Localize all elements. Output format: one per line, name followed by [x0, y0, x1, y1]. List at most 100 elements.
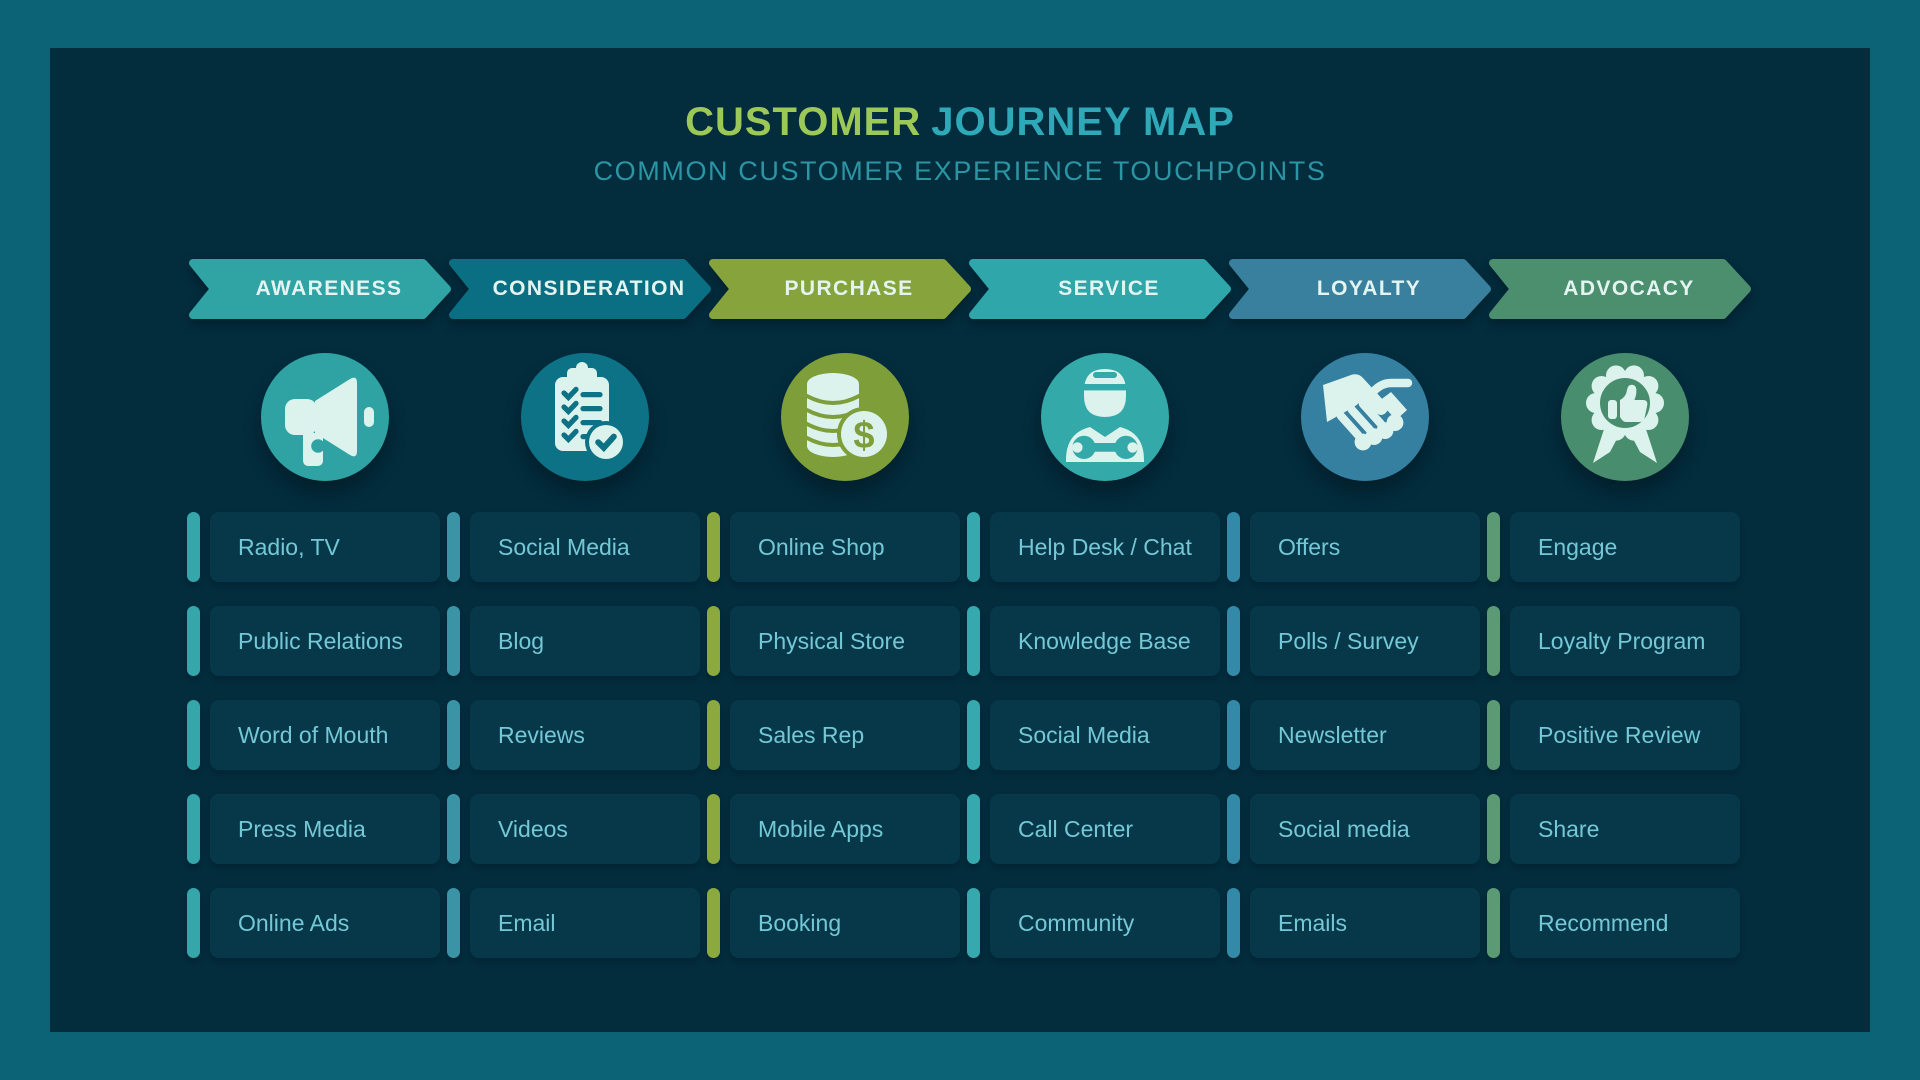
item-label: Reviews — [470, 700, 700, 770]
touchpoint-item: Emails — [1225, 888, 1485, 958]
touchpoint-item: Social Media — [965, 700, 1225, 770]
arrow-banner-shape — [969, 259, 1231, 319]
item-label: Booking — [730, 888, 960, 958]
touchpoint-item: Online Ads — [185, 888, 445, 958]
stage-column-purchase: PURCHASE $ Online Shop P — [705, 258, 971, 978]
item-accent-bar — [707, 512, 720, 582]
stage-column-advocacy: ADVOCACY Eng — [1485, 258, 1751, 978]
clipboard-checklist-icon — [555, 362, 627, 463]
touchpoint-item: Physical Store — [705, 606, 965, 676]
arrow-banner-shape — [1229, 259, 1491, 319]
arrow-banner-shape — [189, 259, 451, 319]
touchpoint-item: Reviews — [445, 700, 705, 770]
megaphone-icon — [285, 377, 374, 466]
item-accent-bar — [447, 512, 460, 582]
item-label: Community — [990, 888, 1220, 958]
item-label: Loyalty Program — [1510, 606, 1740, 676]
svg-text:$: $ — [853, 415, 874, 457]
item-accent-bar — [447, 606, 460, 676]
touchpoint-item: Sales Rep — [705, 700, 965, 770]
title-customer: CUSTOMER — [685, 100, 922, 144]
item-accent-bar — [967, 512, 980, 582]
item-label: Online Shop — [730, 512, 960, 582]
touchpoint-item: Online Shop — [705, 512, 965, 582]
item-accent-bar — [1487, 606, 1500, 676]
touchpoint-item: Community — [965, 888, 1225, 958]
item-label: Public Relations — [210, 606, 440, 676]
item-label: Call Center — [990, 794, 1220, 864]
item-label: Social Media — [470, 512, 700, 582]
touchpoint-item: Videos — [445, 794, 705, 864]
stage-column-consideration: CONSIDERATION — [445, 258, 711, 978]
arrow-banner-shape — [709, 259, 971, 319]
item-accent-bar — [187, 700, 200, 770]
item-accent-bar — [447, 888, 460, 958]
item-label: Share — [1510, 794, 1740, 864]
item-label: Press Media — [210, 794, 440, 864]
item-accent-bar — [1487, 888, 1500, 958]
item-accent-bar — [967, 794, 980, 864]
touchpoint-item: Call Center — [965, 794, 1225, 864]
stage-label: ADVOCACY — [1563, 277, 1695, 300]
stage-icon-circle — [1561, 353, 1689, 481]
item-label: Online Ads — [210, 888, 440, 958]
item-accent-bar — [1227, 512, 1240, 582]
touchpoint-item: Loyalty Program — [1485, 606, 1745, 676]
item-label: Blog — [470, 606, 700, 676]
item-label: Positive Review — [1510, 700, 1740, 770]
title-journey-map: JOURNEY MAP — [931, 100, 1235, 144]
stage-label: AWARENESS — [255, 277, 403, 300]
item-label: Videos — [470, 794, 700, 864]
item-label: Polls / Survey — [1250, 606, 1480, 676]
item-accent-bar — [707, 700, 720, 770]
touchpoint-item: Engage — [1485, 512, 1745, 582]
stage-icon-circle — [521, 353, 649, 481]
item-label: Emails — [1250, 888, 1480, 958]
touchpoint-item: Knowledge Base — [965, 606, 1225, 676]
stage-icon-circle: $ — [781, 353, 909, 481]
stage-banner: SERVICE — [965, 258, 1237, 320]
touchpoint-item: Mobile Apps — [705, 794, 965, 864]
stage-icon-circle — [1041, 353, 1169, 481]
touchpoint-item: Word of Mouth — [185, 700, 445, 770]
item-accent-bar — [1487, 512, 1500, 582]
item-accent-bar — [1227, 888, 1240, 958]
item-label: Physical Store — [730, 606, 960, 676]
item-label: Knowledge Base — [990, 606, 1220, 676]
stage-label: PURCHASE — [784, 277, 914, 300]
stage-column-awareness: AWARENESS Radio, TV Public Relations Wor… — [185, 258, 451, 978]
touchpoint-item: Help Desk / Chat — [965, 512, 1225, 582]
stage-label: SERVICE — [1058, 277, 1160, 300]
stage-banner: ADVOCACY — [1485, 258, 1757, 320]
item-accent-bar — [187, 794, 200, 864]
stage-banner: AWARENESS — [185, 258, 457, 320]
touchpoint-item: Newsletter — [1225, 700, 1485, 770]
item-accent-bar — [967, 700, 980, 770]
item-label: Mobile Apps — [730, 794, 960, 864]
touchpoint-item: Blog — [445, 606, 705, 676]
handshake-icon — [1323, 374, 1413, 451]
item-accent-bar — [967, 606, 980, 676]
stage-label: LOYALTY — [1316, 277, 1422, 300]
touchpoint-item: Press Media — [185, 794, 445, 864]
stage-column-loyalty: LOYALTY Offers Polls — [1225, 258, 1491, 978]
item-accent-bar — [707, 794, 720, 864]
item-label: Social Media — [990, 700, 1220, 770]
item-label: Help Desk / Chat — [990, 512, 1220, 582]
touchpoint-item: Radio, TV — [185, 512, 445, 582]
touchpoint-item: Polls / Survey — [1225, 606, 1485, 676]
technician-wrench-icon — [1066, 369, 1144, 462]
item-accent-bar — [187, 888, 200, 958]
item-accent-bar — [187, 512, 200, 582]
item-accent-bar — [1227, 700, 1240, 770]
item-accent-bar — [187, 606, 200, 676]
touchpoint-item: Social Media — [445, 512, 705, 582]
item-accent-bar — [707, 888, 720, 958]
item-accent-bar — [1227, 794, 1240, 864]
touchpoint-item: Offers — [1225, 512, 1485, 582]
item-accent-bar — [1487, 794, 1500, 864]
item-label: Social media — [1250, 794, 1480, 864]
coins-dollar-icon: $ — [805, 373, 891, 461]
item-label: Newsletter — [1250, 700, 1480, 770]
stage-label: CONSIDERATION — [492, 277, 686, 300]
